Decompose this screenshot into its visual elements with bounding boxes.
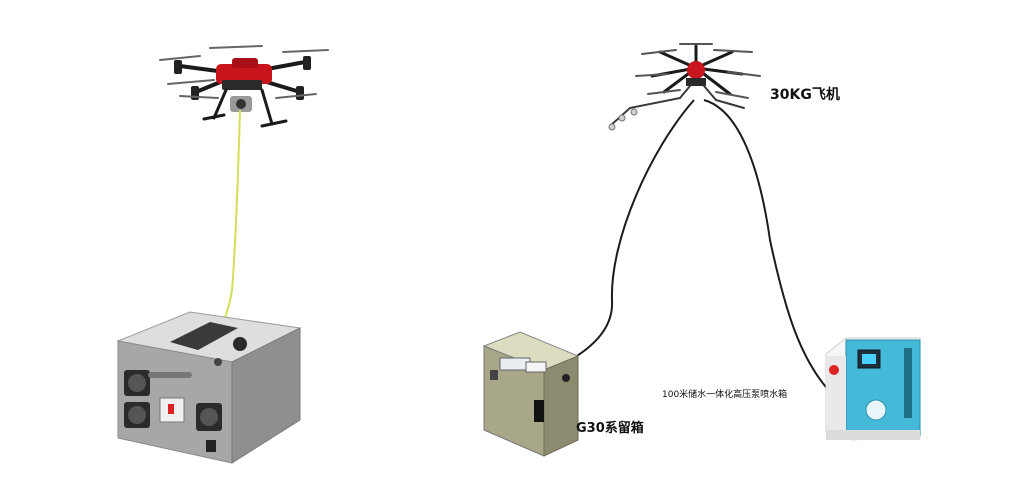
left-tether-box: [116, 311, 302, 464]
water-tank: [825, 337, 921, 441]
g30-box: [482, 331, 580, 457]
right-drone: [559, 43, 833, 395]
left-drone: [159, 45, 329, 337]
water-tank-label: 100米储水一体化高压泵喷水箱: [662, 390, 788, 400]
drone-30kg-label: 30KG飞机: [770, 87, 840, 103]
g30-box-label: G30系留箱: [576, 421, 644, 436]
